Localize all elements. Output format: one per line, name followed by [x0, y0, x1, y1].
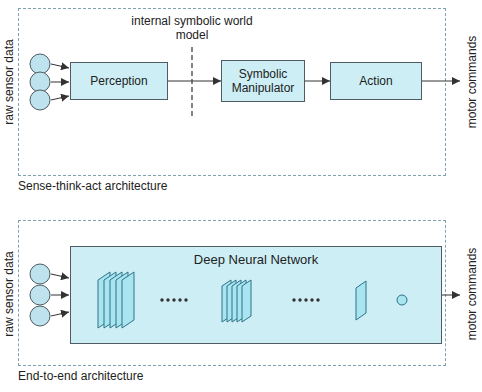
- axis-label: raw sensor data: [2, 39, 16, 124]
- input-arrow: [51, 64, 69, 68]
- process-box: Action: [330, 62, 422, 100]
- box-label: Deep Neural Network: [194, 252, 318, 267]
- dense-layer: [356, 281, 366, 320]
- label-holder: motor commands: [465, 234, 479, 354]
- feature-map: [122, 272, 134, 328]
- label-holder: raw sensor data: [2, 22, 16, 142]
- process-box: Perception: [70, 62, 168, 100]
- caption-holder: End-to-end architecture: [18, 369, 143, 383]
- annotation: internal symbolic world model: [131, 14, 252, 42]
- box-label: Symbolic Manipulator: [227, 67, 299, 95]
- flow-arrow: [305, 81, 330, 82]
- ellipsis-dots: [292, 298, 319, 301]
- sensor-circle: [30, 285, 50, 305]
- output-arrow: [442, 295, 460, 296]
- label-holder: internal symbolic world model: [130, 14, 254, 42]
- input-arrow: [51, 96, 69, 100]
- sensor-circle: [30, 90, 50, 110]
- process-box: Symbolic Manipulator: [221, 60, 305, 102]
- ellipsis-dots: [160, 298, 187, 301]
- connector-layer: [168, 81, 330, 82]
- axis-label: motor commands: [465, 248, 479, 341]
- input-arrow: [51, 312, 69, 316]
- axis-label: motor commands: [465, 36, 479, 129]
- feature-map: [242, 280, 251, 322]
- axis-label: raw sensor data: [2, 251, 16, 336]
- sensor-circle: [30, 72, 50, 92]
- label-holder: raw sensor data: [2, 234, 16, 354]
- box-label: Perception: [90, 74, 147, 88]
- label-holder: motor commands: [465, 22, 479, 142]
- sensor-inputs-bottom: [30, 264, 69, 326]
- sensor-circle: [30, 264, 50, 284]
- sensor-circle: [30, 54, 50, 74]
- panel-caption: Sense-think-act architecture: [18, 179, 167, 193]
- output-arrow: [422, 81, 460, 82]
- layer-stack: [98, 272, 134, 328]
- sensor-circle: [30, 306, 50, 326]
- sensor-inputs-top: [30, 54, 69, 110]
- world-model-divider: [191, 47, 192, 118]
- flow-arrow: [168, 81, 221, 82]
- caption-holder: Sense-think-act architecture: [18, 179, 167, 193]
- input-arrow: [51, 82, 69, 83]
- architecture-panel: PerceptionSymbolic ManipulatorActionSens…: [18, 8, 446, 176]
- output-unit: [397, 295, 407, 305]
- layer-stack: [222, 280, 251, 322]
- panel-caption: End-to-end architecture: [18, 369, 143, 383]
- input-arrow: [51, 295, 69, 296]
- input-arrow: [51, 274, 69, 278]
- box-label: Action: [359, 74, 392, 88]
